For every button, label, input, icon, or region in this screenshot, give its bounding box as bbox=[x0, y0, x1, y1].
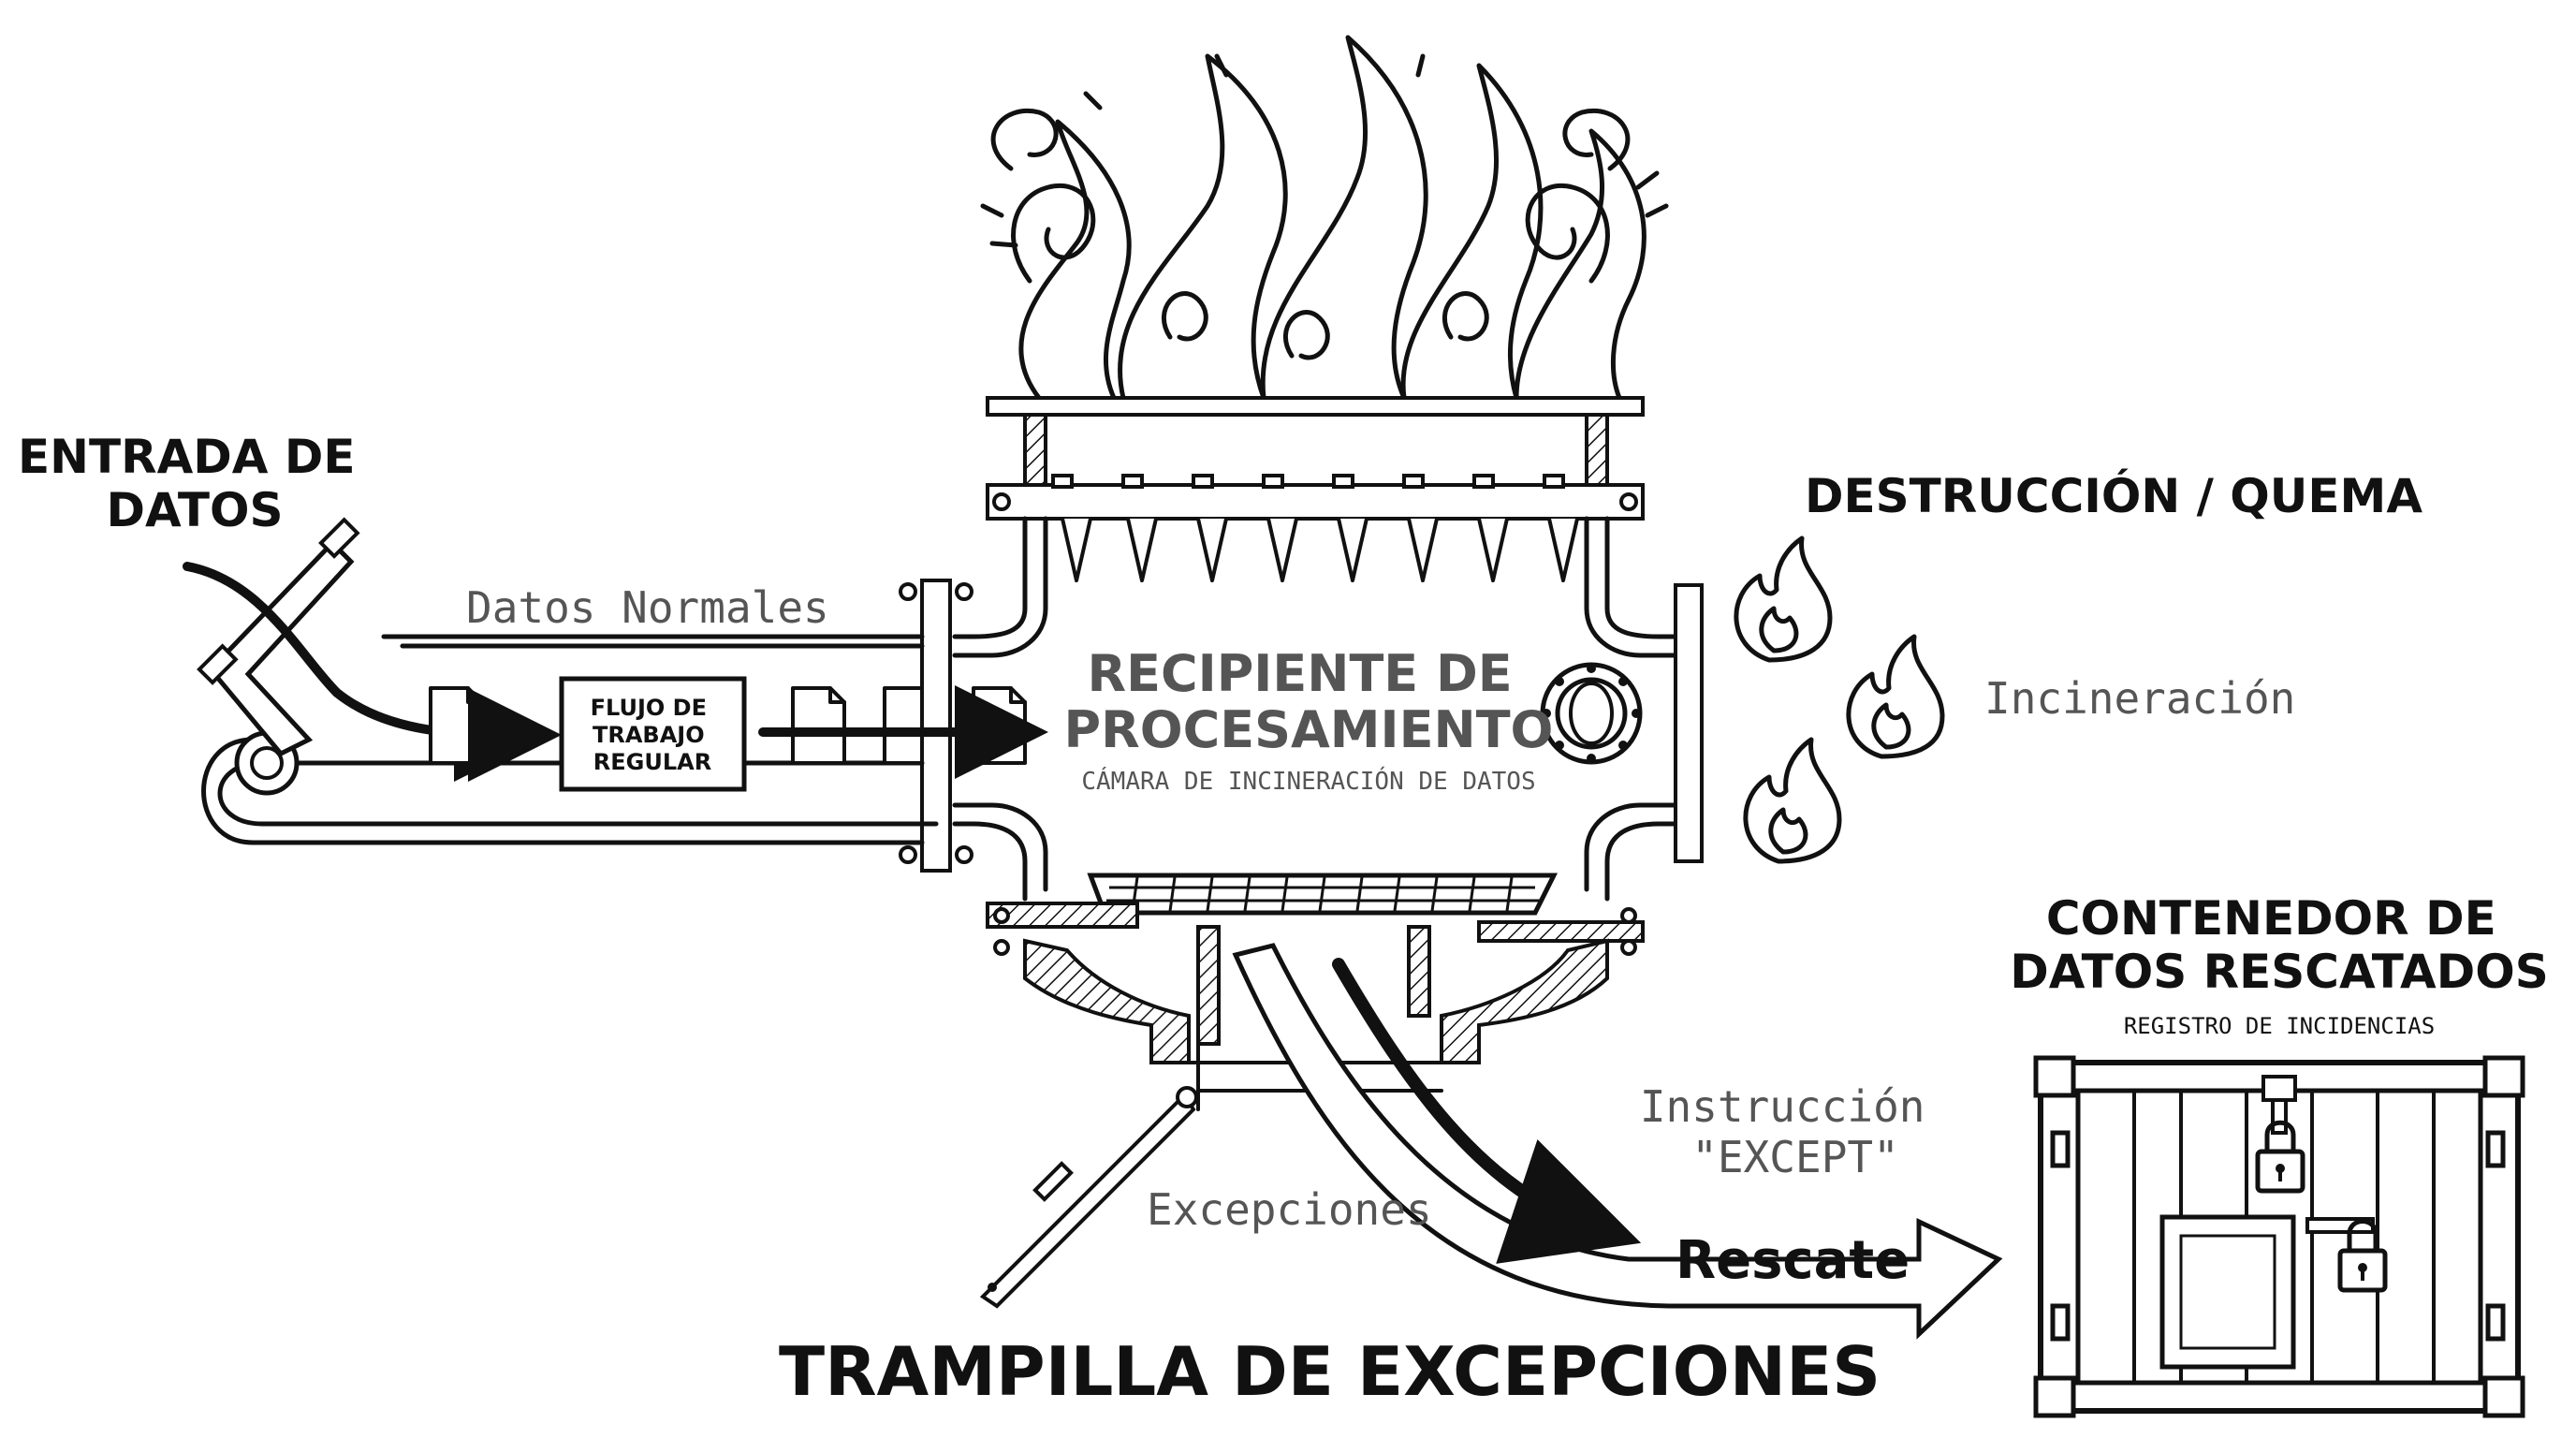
flame-icon bbox=[1846, 634, 1945, 759]
vessel-top-flange bbox=[986, 483, 1645, 521]
trapdoor-title: TRAMPILLA DE EXCEPCIONES bbox=[779, 1332, 1881, 1411]
vessel-funnel bbox=[1023, 938, 1191, 1064]
container-title-line1: CONTENEDOR DE bbox=[2046, 891, 2496, 946]
vessel-bottom-flange-left bbox=[986, 902, 1139, 929]
conveyor bbox=[197, 517, 939, 845]
input-title: ENTRADA DE DATOS bbox=[18, 430, 372, 537]
rescue-arrow bbox=[1232, 943, 2003, 1340]
flame-icon bbox=[1734, 536, 1833, 663]
processing-vessel bbox=[899, 396, 1704, 1111]
vessel-title-line1: RECIPIENTE DE bbox=[1088, 644, 1513, 703]
vessel-spikes bbox=[1061, 517, 1579, 582]
padlock-icon bbox=[2305, 1217, 2388, 1293]
flames-top bbox=[980, 35, 1669, 401]
document-icon bbox=[972, 686, 1027, 765]
vessel-top-rim bbox=[986, 396, 1645, 417]
document-icon bbox=[429, 686, 484, 765]
porthole-icon bbox=[1540, 662, 1643, 765]
vessel-subtitle: CÁMARA DE INCINERACIÓN DE DATOS bbox=[1081, 766, 1535, 796]
except-label: Instrucción "EXCEPT" bbox=[1640, 1081, 1951, 1182]
normal-data-label: Datos Normales bbox=[466, 582, 829, 633]
input-title-line2: DATOS bbox=[107, 483, 284, 537]
rescue-label: Rescate bbox=[1676, 1230, 1910, 1291]
document-icon bbox=[883, 686, 924, 765]
flame-icon bbox=[1743, 737, 1842, 864]
workflow-line2: TRABAJO bbox=[593, 722, 705, 748]
input-title-line1: ENTRADA DE bbox=[18, 430, 356, 484]
destruction-title: DESTRUCCIÓN / QUEMA bbox=[1805, 468, 2422, 523]
exceptions-label: Excepciones bbox=[1147, 1184, 1432, 1235]
workflow-line3: REGULAR bbox=[593, 749, 711, 775]
exception-arrow bbox=[1332, 958, 1642, 1264]
workflow-label: FLUJO DE TRABAJO REGULAR bbox=[591, 695, 715, 775]
workflow-box bbox=[559, 676, 747, 792]
except-line2: "EXCEPT" bbox=[1691, 1132, 1899, 1182]
vessel-body bbox=[952, 516, 1678, 902]
input-chute bbox=[207, 539, 355, 757]
container-title-line2: DATOS RESCATADOS bbox=[2010, 945, 2548, 999]
trapdoor-lever bbox=[979, 1086, 1198, 1309]
except-line1: Instrucción bbox=[1640, 1081, 1925, 1132]
vessel-bottom-flange-right bbox=[1477, 920, 1645, 943]
flange-bolts bbox=[992, 474, 1638, 511]
vessel-grate bbox=[1087, 873, 1559, 916]
vessel-title-line2: PROCESAMIENTO bbox=[1064, 700, 1554, 759]
document-icon bbox=[791, 686, 846, 765]
rescue-container bbox=[2033, 1055, 2525, 1418]
workflow-line1: FLUJO DE bbox=[591, 695, 707, 721]
container-title: CONTENEDOR DE DATOS RESCATADOS bbox=[2010, 891, 2548, 999]
incineration-label: Incineración bbox=[1984, 673, 2295, 724]
inlet-flange bbox=[920, 579, 952, 873]
padlock-icon bbox=[2255, 1075, 2305, 1194]
outlet-flange bbox=[1674, 583, 1704, 863]
container-subtitle: REGISTRO DE INCIDENCIAS bbox=[2124, 1013, 2435, 1039]
vessel-title: RECIPIENTE DE PROCESAMIENTO bbox=[1064, 644, 1554, 759]
